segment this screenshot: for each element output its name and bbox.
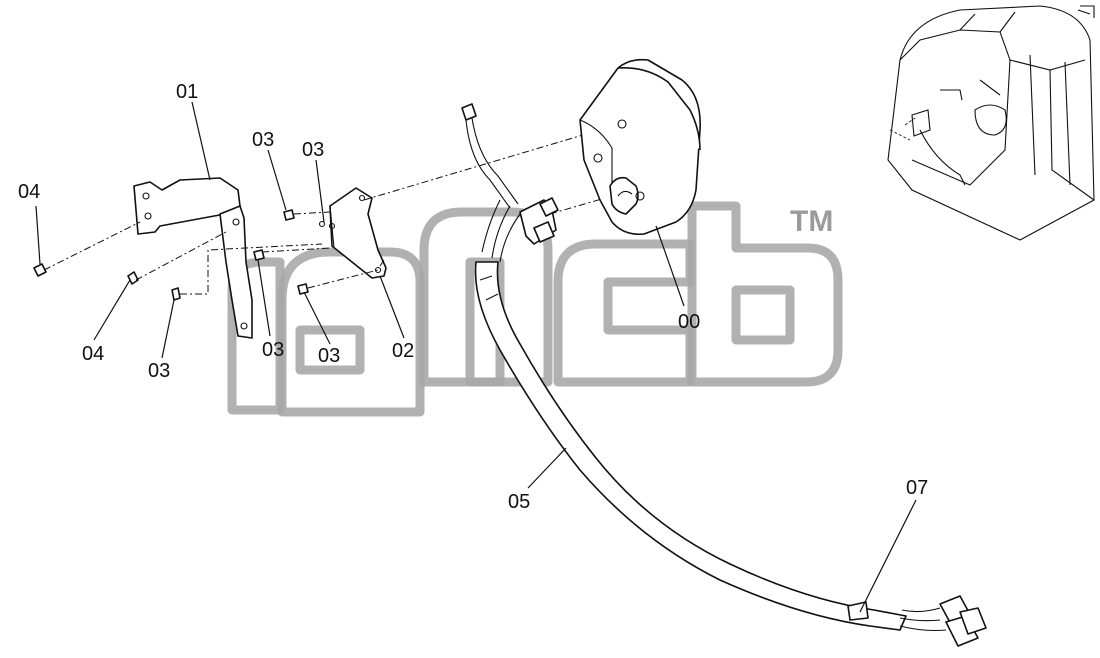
callout-00: 00 [678, 311, 700, 333]
callout-03: 03 [302, 139, 324, 161]
callout-03: 03 [252, 129, 274, 151]
callout-03: 03 [262, 339, 284, 361]
module-00 [579, 58, 701, 236]
watermark-logo: TM [227, 201, 843, 417]
callout-01: 01 [176, 81, 198, 103]
callout-03: 03 [148, 360, 170, 382]
fasteners [33, 209, 326, 301]
callout-03: 03 [318, 345, 340, 367]
callout-02: 02 [392, 340, 414, 362]
callout-04: 04 [82, 343, 104, 365]
callout-labels: 01 04 04 03 03 03 03 03 02 00 05 07 [18, 81, 928, 513]
leader-lines [35, 101, 917, 613]
callout-05: 05 [508, 491, 530, 513]
assembly-lines [43, 123, 621, 295]
harness-05 [461, 103, 987, 647]
cab-location-inset [887, 5, 1095, 241]
trademark-symbol: TM [790, 205, 833, 238]
bracket-01 [133, 177, 253, 339]
bracket-02 [328, 187, 387, 279]
callout-07: 07 [906, 477, 928, 499]
callout-04: 04 [18, 181, 40, 203]
